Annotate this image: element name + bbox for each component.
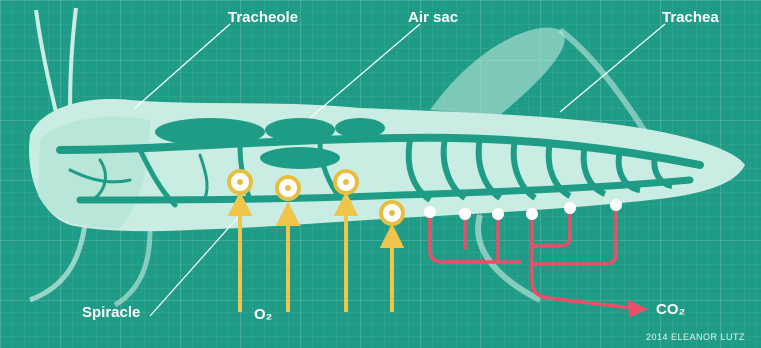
spiracle-1-core <box>237 179 243 185</box>
o2-label: O₂ <box>254 306 272 323</box>
air-sac-label: Air sac <box>408 9 458 26</box>
co2-line-1 <box>430 212 520 262</box>
co2-node-4 <box>526 208 538 220</box>
air-sac-leader <box>310 24 420 118</box>
spiracle-4-core <box>389 210 395 216</box>
co2-label: CO₂ <box>656 301 685 318</box>
tracheole-leader <box>135 24 230 108</box>
co2-node-2 <box>459 208 471 220</box>
co2-node-1 <box>424 206 436 218</box>
air-sac-3 <box>335 118 385 138</box>
antenna-2 <box>70 8 76 110</box>
front-leg <box>30 225 85 300</box>
antenna <box>36 10 58 120</box>
credit-text: 2014 ELEANOR LUTZ <box>646 332 745 342</box>
co2-node-6 <box>610 199 622 211</box>
trachea-leader <box>560 24 665 112</box>
trachea-label: Trachea <box>662 9 719 26</box>
hind-leg <box>430 28 565 115</box>
spiracle-2-core <box>285 185 291 191</box>
tracheole-label: Tracheole <box>228 9 298 26</box>
spiracle-label: Spiracle <box>82 304 140 321</box>
co2-node-5 <box>564 202 576 214</box>
co2-line-6 <box>532 205 616 264</box>
spiracle-3-core <box>343 179 349 185</box>
mid-leg <box>115 230 150 305</box>
co2-node-3 <box>492 208 504 220</box>
air-sac-1 <box>155 118 265 146</box>
air-sac-4 <box>260 147 340 169</box>
co2-arrowhead <box>628 300 648 318</box>
air-sac-2 <box>265 118 335 142</box>
o2-arrowhead-4 <box>383 228 401 246</box>
